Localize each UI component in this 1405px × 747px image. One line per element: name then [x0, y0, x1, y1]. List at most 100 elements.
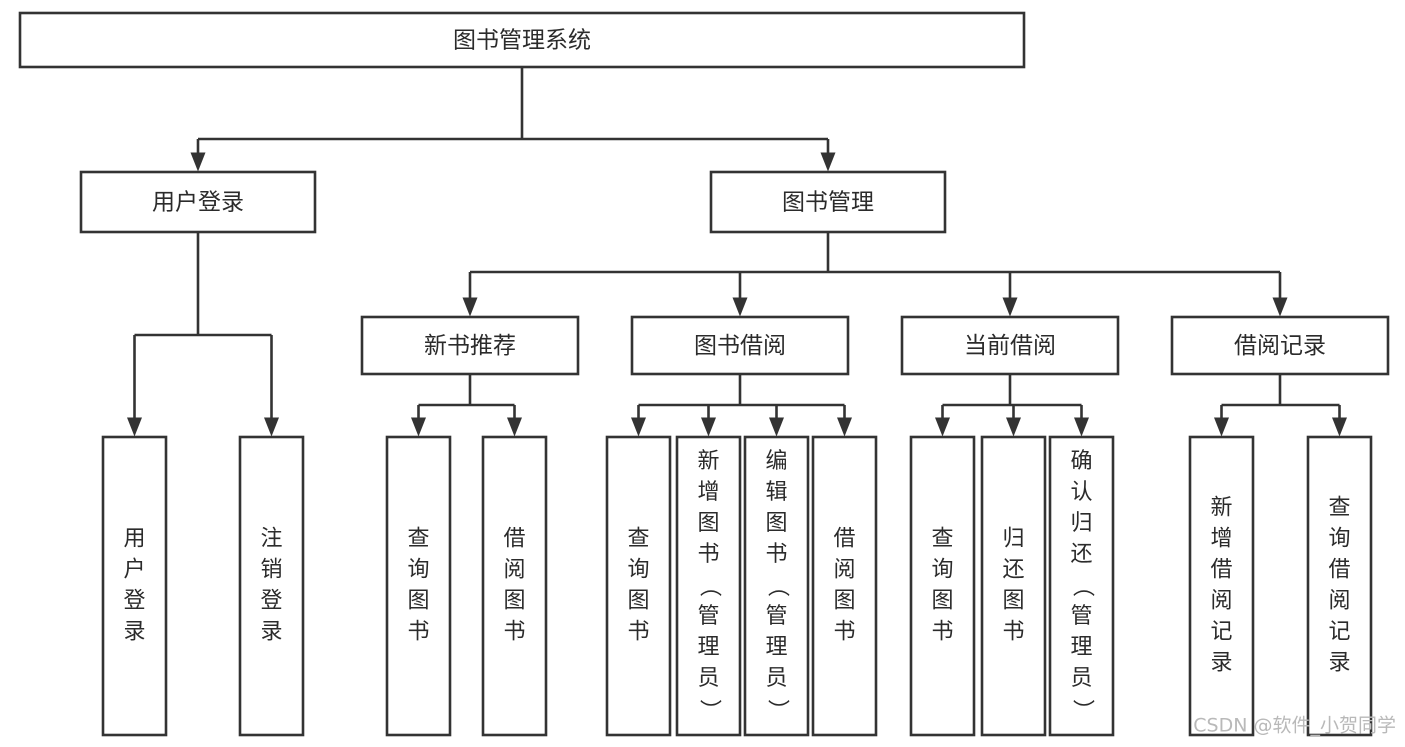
node-label-char: 管	[765, 604, 787, 629]
node-label-char: 书	[627, 620, 649, 645]
node-label-char: 图	[407, 589, 429, 614]
node-user-login[interactable]: 用户登录	[79, 170, 317, 234]
node-label-char: 书	[1002, 620, 1024, 645]
node-label-root: 图书管理系统	[453, 28, 591, 54]
node-label-current-borrow: 当前借阅	[964, 333, 1056, 359]
node-label-char: 书	[833, 620, 855, 645]
node-label-char: 询	[407, 558, 429, 583]
node-label-char: 书	[765, 542, 787, 567]
node-book-manage[interactable]: 图书管理	[709, 170, 947, 234]
node-label-char: 归	[1070, 511, 1092, 536]
node-label-char: 记	[1210, 620, 1232, 645]
node-current-borrow[interactable]: 当前借阅	[900, 315, 1120, 376]
root-arrow-icon-0	[190, 152, 206, 172]
book-borrow-arrow-icon-3	[837, 417, 852, 437]
book-borrow-arrow-icon-1	[701, 417, 716, 437]
node-box-user-login[interactable]	[79, 170, 317, 234]
node-label-char: 还	[1002, 558, 1024, 583]
node-box-leaf-borrow-book[interactable]	[811, 435, 878, 737]
node-box-book-borrow[interactable]	[630, 315, 850, 376]
node-box-leaf-query-book-current[interactable]	[909, 435, 976, 737]
node-box-book-manage[interactable]	[709, 170, 947, 234]
connectors-layer	[127, 67, 1347, 437]
nodes-layer: 图书管理系统用户登录图书管理新书推荐图书借阅当前借阅借阅记录用户登录注销登录查询…	[18, 11, 1390, 737]
node-label-char: ）	[697, 699, 722, 721]
node-label-char: 销	[260, 558, 282, 583]
node-label-new-book-recommend: 新书推荐	[424, 333, 516, 359]
book-manage-arrow-icon-1	[732, 297, 748, 317]
node-label-char: 确	[1070, 449, 1092, 474]
node-label-char: 阅	[1328, 589, 1350, 614]
node-label-char: 图	[697, 511, 719, 536]
node-new-book-recommend[interactable]: 新书推荐	[360, 315, 580, 376]
node-label-char: 借	[833, 527, 855, 552]
node-leaf-user-login[interactable]: 用户登录	[101, 435, 168, 737]
node-label-char: 阅	[833, 558, 855, 583]
node-label-char: （	[765, 575, 790, 597]
book-borrow-arrow-icon-2	[769, 417, 784, 437]
node-box-leaf-query-book-rec[interactable]	[385, 435, 452, 737]
node-box-leaf-confirm-return[interactable]	[1048, 435, 1115, 737]
node-label-char: 询	[627, 558, 649, 583]
book-manage-arrow-icon-2	[1002, 297, 1018, 317]
node-box-leaf-query-record[interactable]	[1306, 435, 1373, 737]
node-box-current-borrow[interactable]	[900, 315, 1120, 376]
node-label-char: 借	[1328, 558, 1350, 583]
node-label-book-borrow: 图书借阅	[694, 333, 786, 359]
node-label-char: 用	[123, 527, 145, 552]
node-box-leaf-borrow-book-rec[interactable]	[481, 435, 548, 737]
node-label-char: 图	[1002, 589, 1024, 614]
node-borrow-record[interactable]: 借阅记录	[1170, 315, 1390, 376]
node-box-leaf-edit-book[interactable]	[743, 435, 810, 737]
node-box-leaf-query-book-borrow[interactable]	[605, 435, 672, 737]
node-label-char: 登	[260, 589, 282, 614]
node-label-char: 编	[765, 449, 787, 474]
node-box-leaf-user-logout[interactable]	[238, 435, 305, 737]
node-label-char: 录	[260, 620, 282, 645]
node-book-borrow[interactable]: 图书借阅	[630, 315, 850, 376]
node-label-char: 认	[1070, 480, 1092, 505]
node-root[interactable]: 图书管理系统	[18, 11, 1026, 69]
node-box-leaf-add-record[interactable]	[1188, 435, 1255, 737]
node-label-char: 辑	[765, 480, 787, 505]
node-label-char: 增	[697, 480, 719, 505]
new-book-recommend-arrow-icon-0	[411, 417, 426, 437]
node-box-leaf-add-book[interactable]	[675, 435, 742, 737]
node-box-new-book-recommend[interactable]	[360, 315, 580, 376]
book-borrow-arrow-icon-0	[631, 417, 646, 437]
node-label-char: 阅	[503, 558, 525, 583]
node-box-root[interactable]	[18, 11, 1026, 69]
borrow-record-arrow-icon-0	[1214, 417, 1229, 437]
node-box-leaf-return-book[interactable]	[980, 435, 1047, 737]
node-label-char: 图	[503, 589, 525, 614]
node-label-char: 书	[503, 620, 525, 645]
user-login-arrow-icon-1	[264, 417, 279, 437]
node-label-char: 图	[833, 589, 855, 614]
node-label-char: ）	[1070, 699, 1095, 721]
borrow-record-arrow-icon-1	[1332, 417, 1347, 437]
node-label-char: 询	[931, 558, 953, 583]
node-label-char: 录	[123, 620, 145, 645]
user-login-arrow-icon-0	[127, 417, 142, 437]
node-label-char: 图	[627, 589, 649, 614]
node-box-borrow-record[interactable]	[1170, 315, 1390, 376]
node-label-char: 管	[697, 604, 719, 629]
node-box-leaf-user-login[interactable]	[101, 435, 168, 737]
node-label-char: 增	[1210, 527, 1232, 552]
node-label-char: 员	[1070, 666, 1092, 691]
node-label-char: 新	[1210, 496, 1232, 521]
node-label-char: 询	[1328, 527, 1350, 552]
